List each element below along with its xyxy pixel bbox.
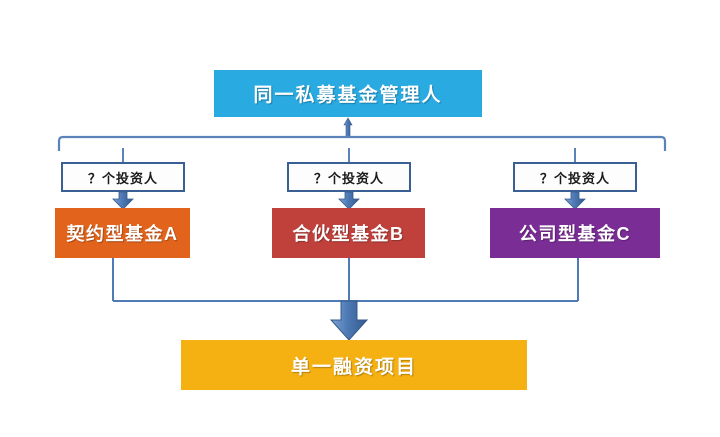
arrow-investor-to-fund-b [338, 191, 360, 210]
project-node[interactable]: 单一融资项目 [181, 340, 527, 390]
investor-label-b[interactable]: ？个投资人 [287, 162, 411, 192]
distribution-bracket [57, 135, 667, 151]
fund-node-contractual[interactable]: 契约型基金A [55, 208, 190, 258]
bracket-stems [122, 148, 576, 162]
investor-label-a[interactable]: ？个投资人 [61, 162, 185, 192]
arrow-funds-to-project [329, 300, 369, 341]
fund-node-corporate[interactable]: 公司型基金C [490, 208, 660, 258]
fund-node-partnership[interactable]: 合伙型基金B [272, 208, 425, 258]
investor-label-c[interactable]: ？个投资人 [513, 162, 637, 192]
arrow-bracket-to-manager [343, 117, 353, 138]
fund-merge-lines [112, 258, 579, 302]
arrow-investor-to-fund-c [564, 191, 586, 210]
arrow-investor-to-fund-a [112, 191, 134, 210]
manager-node[interactable]: 同一私募基金管理人 [214, 70, 482, 117]
